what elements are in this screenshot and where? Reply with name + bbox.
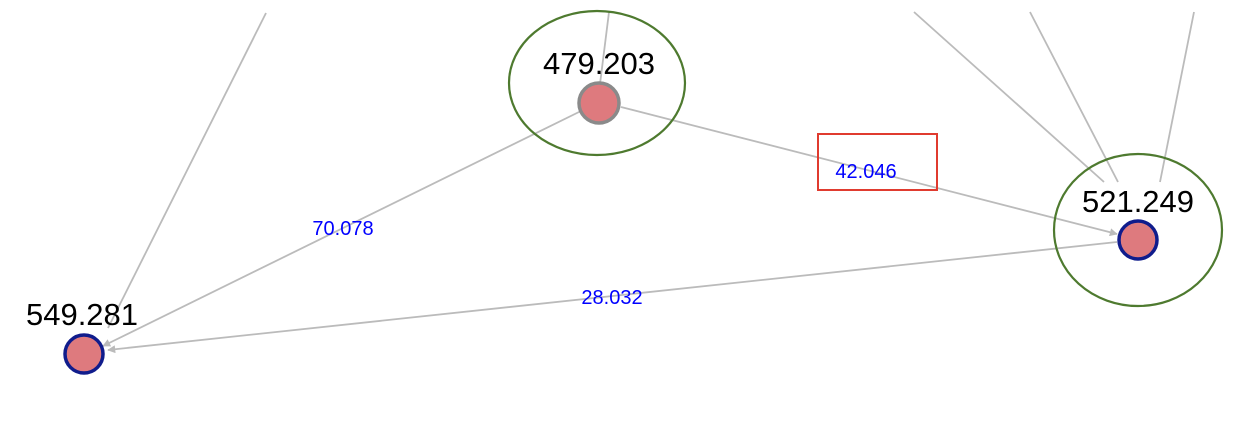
offscreen-edge [599, 11, 610, 85]
node-label-521-249: 521.249 [1082, 184, 1194, 219]
offscreen-edge [1029, 11, 1119, 183]
edge-label-42-046: 42.046 [835, 161, 896, 183]
node-label-549-281: 549.281 [26, 297, 138, 332]
node-479-203[interactable] [577, 81, 621, 125]
edge-479-to-549[interactable] [102, 110, 582, 347]
node-549-281[interactable] [63, 333, 105, 375]
node-label-479-203: 479.203 [543, 46, 655, 81]
offscreen-edge [913, 11, 1105, 183]
node-highlight-ring [507, 9, 687, 157]
edge-label-70-078: 70.078 [312, 218, 373, 240]
offscreen-edge [107, 12, 267, 329]
edge-label-highlight-box [817, 133, 938, 191]
offscreen-edge [1159, 11, 1195, 183]
edge-479-to-521[interactable] [620, 106, 1118, 237]
node-521-249[interactable] [1117, 219, 1159, 261]
edge-521-to-549[interactable] [107, 241, 1118, 354]
node-highlight-ring [1052, 152, 1224, 308]
edge-label-28-032: 28.032 [581, 287, 642, 309]
